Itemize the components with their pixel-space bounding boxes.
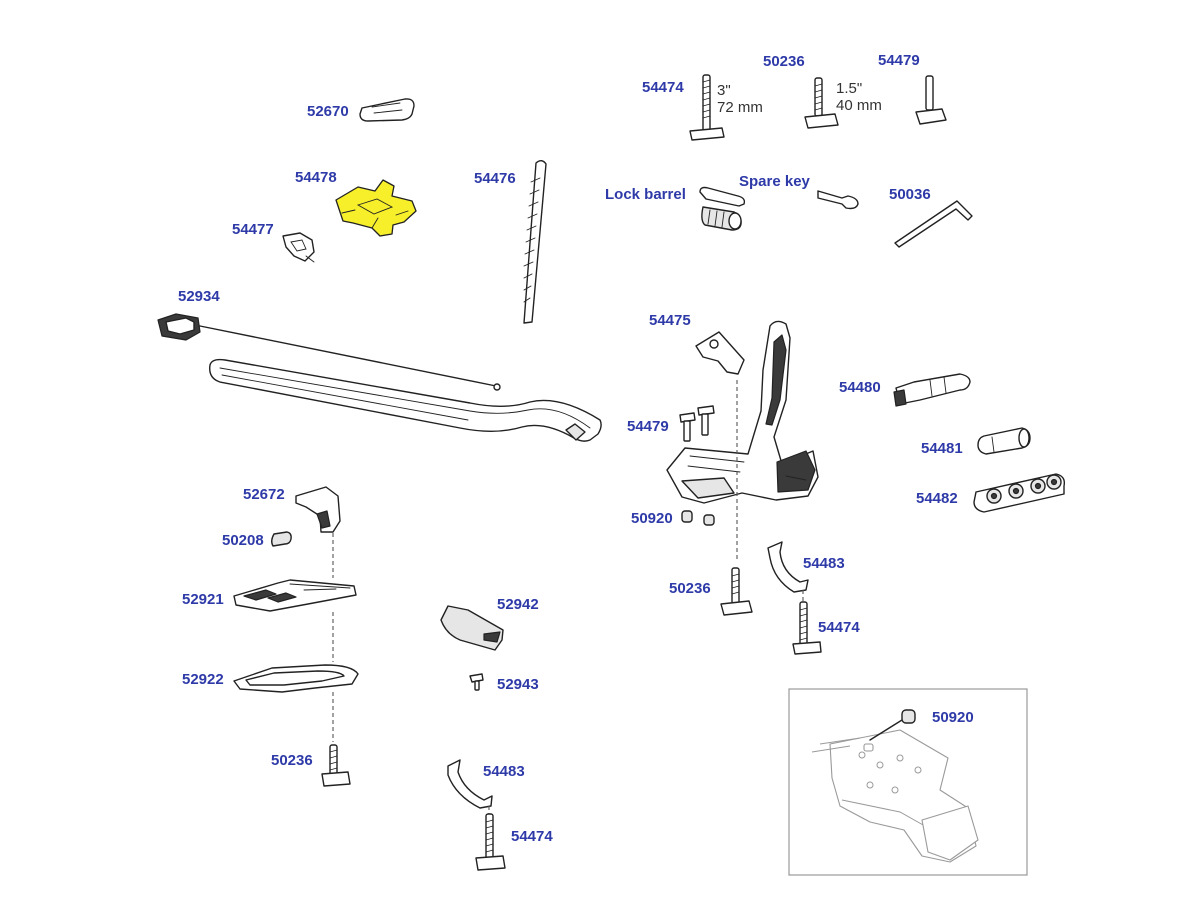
dim-50236-mm: 40 mm — [836, 97, 882, 114]
part-52672-bracket — [295, 486, 341, 533]
label-54479-top: 54479 — [878, 52, 920, 69]
bolt-54479-mid — [679, 405, 715, 442]
bolt-54474-right — [792, 601, 822, 655]
part-54480-knob — [893, 373, 971, 407]
part-lock-barrel — [699, 186, 746, 231]
part-52670-spacer — [359, 98, 415, 122]
label-54478: 54478 — [295, 169, 337, 186]
label-54480: 54480 — [839, 379, 881, 396]
inset-detail — [788, 688, 1028, 876]
label-52934: 52934 — [178, 288, 220, 305]
label-52921: 52921 — [182, 591, 224, 608]
dim-54474-inch: 3" — [717, 82, 731, 99]
dim-54474-mm: 72 mm — [717, 99, 763, 116]
label-54474-top: 54474 — [642, 79, 684, 96]
label-54481: 54481 — [921, 440, 963, 457]
label-54483-right: 54483 — [803, 555, 845, 572]
bolt-50236-bottom — [321, 744, 351, 787]
part-54482-nut-strip — [973, 473, 1066, 513]
label-50036: 50036 — [889, 186, 931, 203]
label-54474-right: 54474 — [818, 619, 860, 636]
part-54477-clip — [282, 232, 315, 263]
part-spare-key — [817, 190, 859, 210]
label-54475: 54475 — [649, 312, 691, 329]
bolt-54479-top — [915, 75, 947, 125]
part-54476-ratchet-strap — [523, 160, 547, 324]
label-spare-key: Spare key — [739, 173, 810, 190]
label-52943: 52943 — [497, 676, 539, 693]
label-54476: 54476 — [474, 170, 516, 187]
rack-body — [666, 320, 819, 504]
label-50920-mid: 50920 — [631, 510, 673, 527]
clip-54483-right — [767, 541, 809, 593]
label-52922: 52922 — [182, 671, 224, 688]
label-54474-bottom: 54474 — [511, 828, 553, 845]
label-54482: 54482 — [916, 490, 958, 507]
label-52672: 52672 — [243, 486, 285, 503]
label-50236-top: 50236 — [763, 53, 805, 70]
label-52942: 52942 — [497, 596, 539, 613]
part-54478-yellow-clamp — [335, 179, 417, 237]
label-54483-bottom: 54483 — [483, 763, 525, 780]
bolt-54474-top — [689, 74, 725, 141]
label-54479-mid: 54479 — [627, 418, 669, 435]
part-52942-cap — [440, 605, 504, 651]
caps-50920-mid — [681, 510, 715, 526]
part-52922-frame — [233, 664, 359, 693]
label-50236-bottom: 50236 — [271, 752, 313, 769]
label-50236-mid: 50236 — [669, 580, 711, 597]
part-54481-cylinder — [977, 427, 1031, 455]
label-lock-barrel: Lock barrel — [605, 186, 686, 203]
part-52943-screw — [469, 673, 484, 691]
clip-54483-bottom — [447, 759, 493, 809]
bolt-50236-mid — [720, 567, 753, 616]
label-50208: 50208 — [222, 532, 264, 549]
bolt-50236-top — [804, 77, 839, 129]
dim-50236-inch: 1.5" — [836, 80, 863, 97]
label-52670: 52670 — [307, 103, 349, 120]
part-52934-cable — [157, 313, 501, 391]
label-54477: 54477 — [232, 221, 274, 238]
part-50036-hex-key — [894, 200, 973, 248]
long-rail — [209, 358, 602, 442]
label-50920-inset: 50920 — [932, 709, 974, 726]
part-50208-pin — [271, 531, 292, 547]
yellow-clamp-body — [335, 179, 417, 237]
part-52921-base-plate — [233, 579, 357, 612]
bolt-54474-bottom — [475, 813, 506, 871]
